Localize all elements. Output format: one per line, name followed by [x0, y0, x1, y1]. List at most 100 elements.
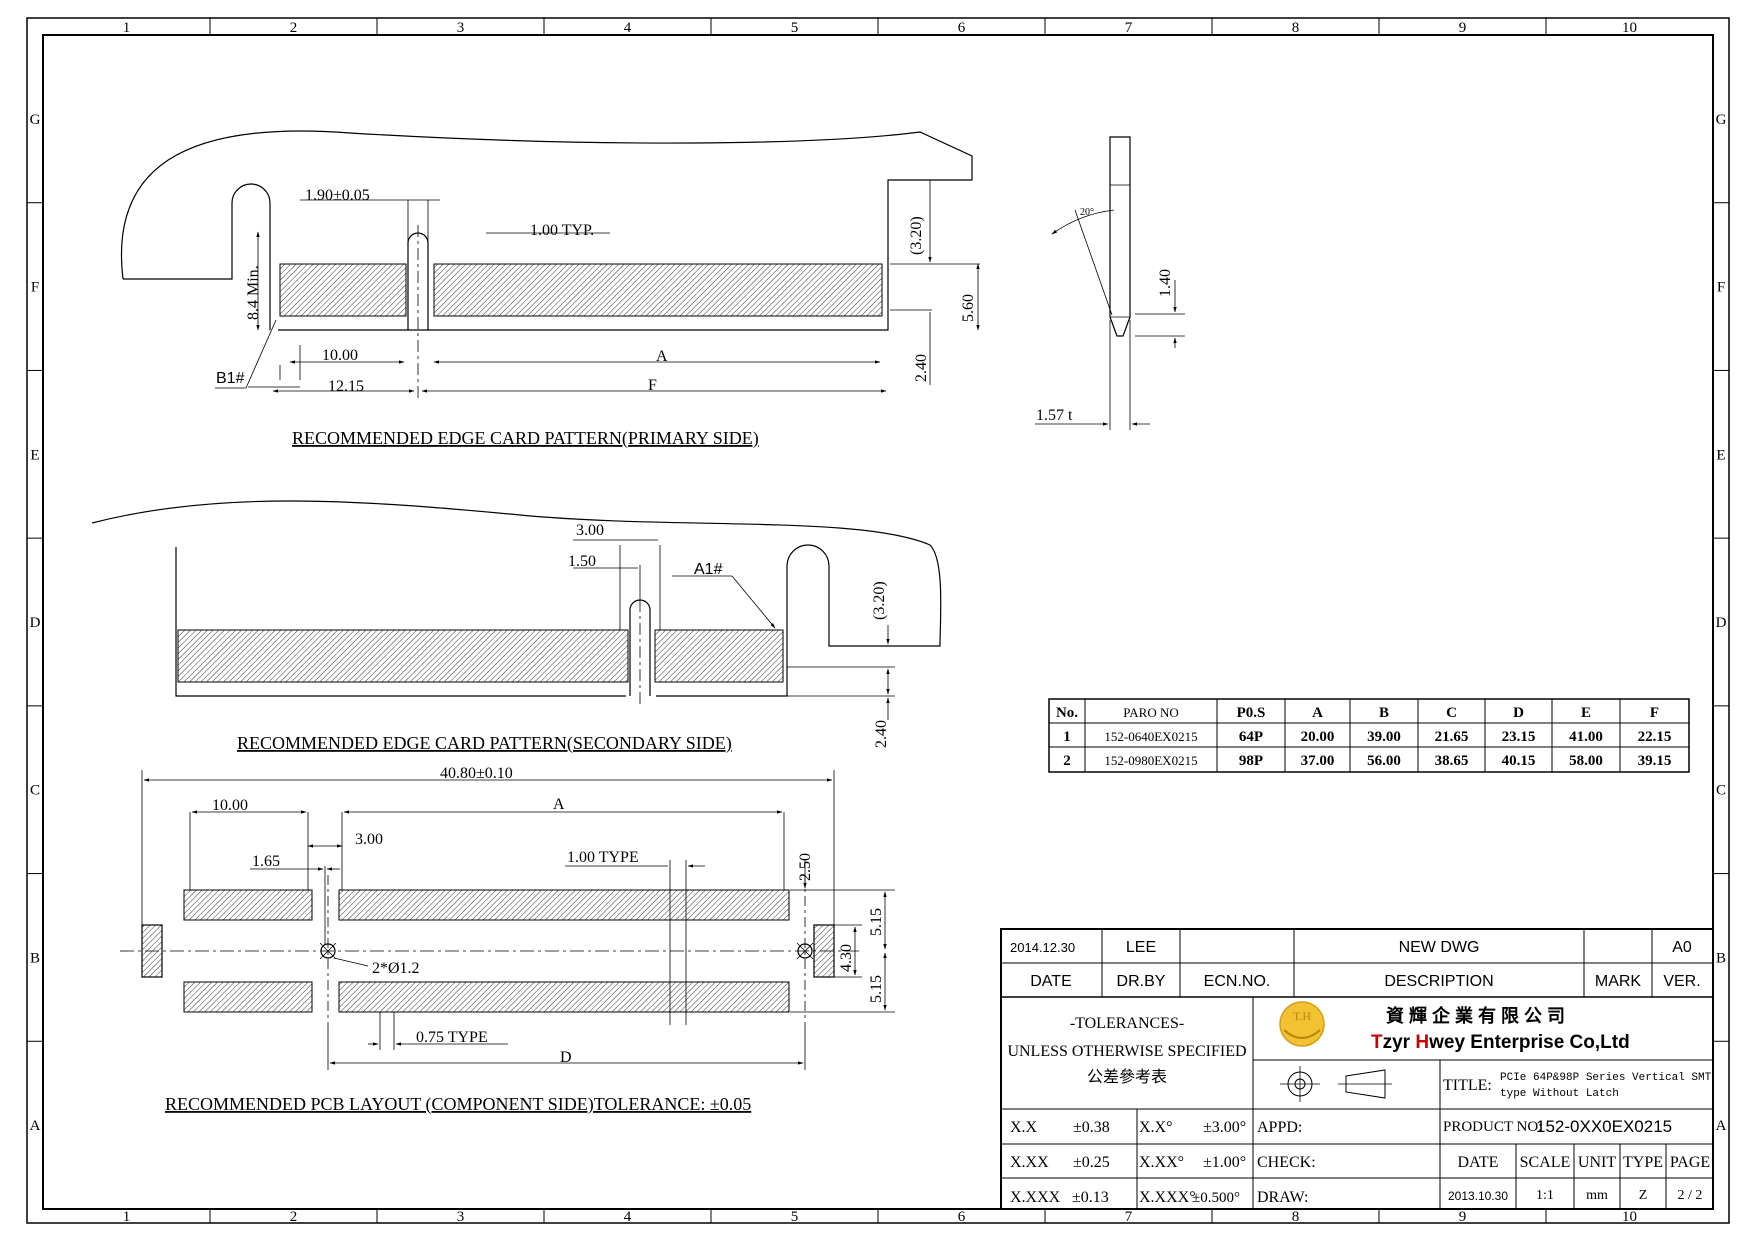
table-header-cell: E [1581, 705, 1591, 721]
bottom-scale-value: 1:1 [1536, 1188, 1554, 1203]
draw-label: DRAW: [1257, 1189, 1308, 1206]
table-cell: 2 [1063, 753, 1071, 769]
pcb-dim-a: A [553, 796, 565, 813]
table-cell: 38.65 [1435, 753, 1469, 769]
primary-dim-320: (3.20) [908, 216, 925, 255]
table-cell: 1 [1063, 729, 1071, 745]
bottom-unit-value: mm [1586, 1188, 1608, 1203]
table-cell: 58.00 [1569, 753, 1603, 769]
pcb-dim-515a: 5.15 [868, 908, 885, 936]
grid-col-label: 6 [958, 20, 966, 36]
bottom-date-label: DATE [1458, 1154, 1499, 1171]
primary-side-view [121, 130, 980, 400]
table-header-cell: C [1446, 705, 1457, 721]
secondary-pad-group-right [654, 629, 784, 683]
pcb-dim-1000: 10.00 [212, 797, 248, 814]
grid-col-label: 7 [1125, 20, 1133, 36]
bottom-scale-label: SCALE [1520, 1154, 1571, 1171]
bottom-page-label: PAGE [1670, 1154, 1710, 1171]
secondary-dim-240: 2.40 [873, 720, 890, 748]
grid-row-label: C [1716, 783, 1726, 799]
table-cell: 23.15 [1502, 729, 1536, 745]
primary-board-outline [121, 130, 973, 331]
rev-date: 2014.12.30 [1010, 940, 1075, 955]
tol-xx-value: ±0.38 [1073, 1119, 1110, 1136]
primary-pin-label: B1# [216, 370, 245, 387]
grid-col-label: 4 [624, 20, 632, 36]
logo-mark: T.H [1293, 1009, 1311, 1023]
table-header-cell: No. [1056, 705, 1078, 721]
grid-ticks [27, 18, 1729, 1223]
grid-row-label: A [30, 1118, 41, 1134]
grid-row-label: D [1716, 615, 1727, 631]
rev-desc: NEW DWG [1399, 939, 1480, 956]
bottom-type-value: Z [1639, 1188, 1648, 1203]
header-ver: VER. [1663, 973, 1700, 990]
bottom-type-label: TYPE [1623, 1154, 1663, 1171]
pcb-dim-type: 1.00 TYPE [567, 849, 639, 866]
secondary-left-edge [175, 547, 626, 697]
projection-cone-icon [1345, 1069, 1386, 1099]
pcb-dim-total: 40.80±0.10 [440, 765, 513, 782]
primary-dim-560: 5.60 [960, 294, 977, 322]
secondary-side-view [91, 500, 942, 720]
table-cell: 37.00 [1301, 753, 1335, 769]
tol-xxxd-value: ±1.00° [1203, 1154, 1246, 1171]
primary-dim-a: A [656, 348, 668, 365]
table-cell: 20.00 [1301, 729, 1335, 745]
table-cell: 39.15 [1638, 753, 1672, 769]
tol-xxxxd: X.XXX° [1139, 1189, 1196, 1206]
tol-xxxd: X.XX° [1139, 1154, 1184, 1171]
grid-col-label: 1 [123, 20, 131, 36]
secondary-title: RECOMMENDED EDGE CARD PATTERN(SECONDARY … [237, 733, 732, 754]
grid-row-label: G [1716, 112, 1727, 128]
rev-ver: A0 [1672, 939, 1692, 956]
bottom-page-value: 2 / 2 [1678, 1188, 1703, 1203]
pcb-pads-bottom-right [338, 981, 790, 1013]
secondary-dim-320: (3.20) [871, 581, 888, 620]
grid-row-label: A [1716, 1118, 1727, 1134]
grid-col-label: 8 [1292, 1209, 1300, 1225]
primary-dim-pitch-tol: 1.90±0.05 [305, 187, 370, 204]
header-mark: MARK [1595, 973, 1642, 990]
grid-col-label: 4 [624, 1209, 632, 1225]
header-drby: DR.BY [1117, 973, 1166, 990]
header-desc: DESCRIPTION [1384, 973, 1493, 990]
grid-col-label: 2 [290, 1209, 298, 1225]
grid-col-label: 7 [1125, 1209, 1133, 1225]
title-block [1000, 928, 1714, 1210]
table-cell: 39.00 [1367, 729, 1401, 745]
pcb-layout-labels: 40.80±0.10 10.00 A 3.00 1.65 1.00 TYPE 2… [165, 765, 885, 1115]
primary-dim-f: F [648, 377, 657, 394]
pcb-dim-hole: 2*Ø1.2 [372, 960, 420, 977]
grid-row-label: F [1717, 280, 1725, 296]
grid-col-label: 1 [123, 1209, 131, 1225]
primary-title: RECOMMENDED EDGE CARD PATTERN(PRIMARY SI… [292, 428, 759, 449]
pcb-dim-300: 3.00 [355, 831, 383, 848]
table-header-cell: F [1650, 705, 1659, 721]
secondary-board-outline [91, 500, 942, 697]
secondary-dim-150: 1.50 [568, 553, 596, 570]
rev-by: LEE [1126, 939, 1156, 956]
header-ecn: ECN.NO. [1204, 973, 1271, 990]
table-cell: 64P [1239, 729, 1263, 745]
title-line-1: PCIe 64P&98P Series Vertical SMT [1500, 1072, 1712, 1084]
grid-row-label: B [30, 950, 40, 966]
tol-xxx-value: ±0.25 [1073, 1154, 1110, 1171]
tol-xxxx: X.XXX [1010, 1189, 1061, 1206]
grid-row-label: D [30, 615, 41, 631]
company-name-en: Tzyr Hwey Enterprise Co,Ltd [1371, 1032, 1630, 1053]
tolerances-title: -TOLERANCES- [1070, 1015, 1184, 1032]
pcb-dim-165: 1.65 [252, 853, 280, 870]
grid-col-label: 10 [1622, 20, 1637, 36]
tol-xxxxd-value: ±0.500° [1192, 1190, 1240, 1206]
title-block-logo: T.H [1279, 1001, 1325, 1047]
grid-col-label: 5 [791, 20, 799, 36]
primary-pad-group-right [433, 263, 883, 317]
primary-dim-240: 2.40 [913, 354, 930, 382]
title-label: TITLE: [1443, 1077, 1492, 1094]
pcb-pads-top-left [183, 889, 313, 921]
